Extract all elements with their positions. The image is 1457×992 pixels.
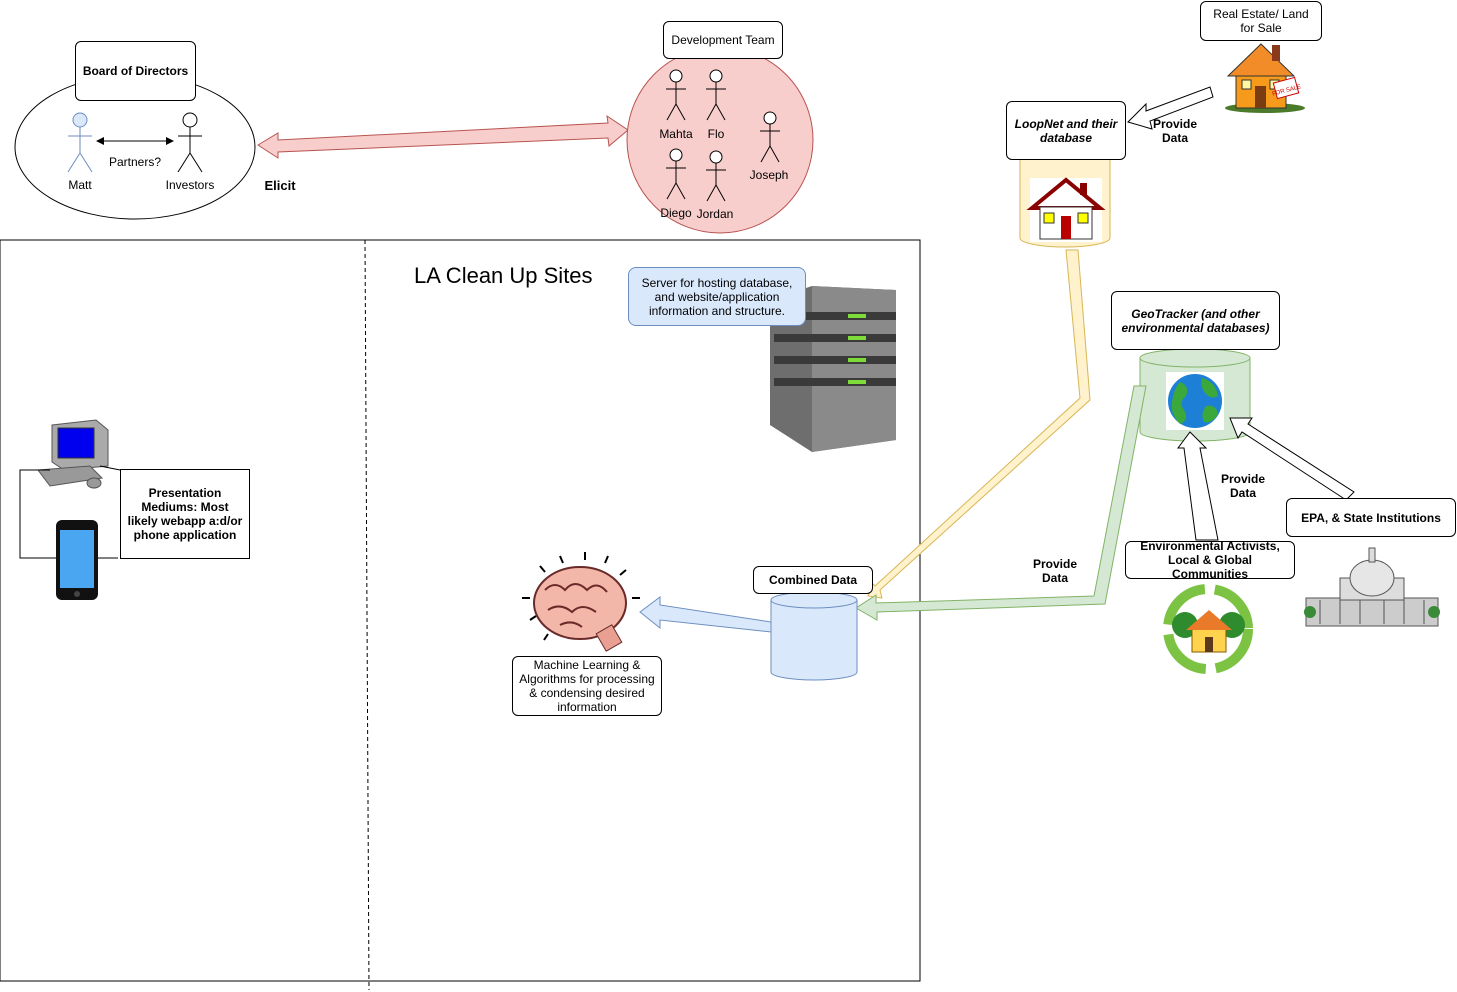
server-note: Server for hosting database, and website… (628, 267, 806, 326)
elicit-label: Elicit (264, 178, 296, 193)
left-provide-label: Provide Data (1032, 557, 1077, 585)
center-provide-label: Provide Data (1220, 472, 1265, 500)
flo-actor-icon (706, 69, 726, 121)
combined-data-cylinder (770, 591, 858, 681)
epa-to-geotracker-arrow (1229, 417, 1355, 501)
ml-box: Machine Learning & Algorithms for proces… (512, 656, 662, 716)
matt-actor-icon (67, 112, 93, 173)
loopnet-to-combined-arrow (867, 249, 1091, 599)
realestate-provide-label: Provide Data (1152, 117, 1197, 145)
real-estate-box: Real Estate/ Land for Sale (1200, 1, 1322, 41)
investors-label: Investors (165, 178, 215, 192)
system-title: LA Clean Up Sites (414, 263, 593, 288)
capitol-building-icon (1304, 547, 1440, 627)
activists-box: Environmental Activists, Local & Global … (1125, 539, 1295, 581)
smartphone-icon (56, 520, 98, 600)
house-icon (1026, 177, 1106, 242)
desktop-computer-icon (37, 419, 109, 489)
dev-team-title: Development Team (663, 21, 783, 59)
presentation-box: Presentation Mediums: Most likely webapp… (120, 469, 250, 559)
community-recycle-icon (1163, 584, 1253, 674)
diego-actor-icon (666, 148, 686, 200)
activists-to-geotracker-arrow (1177, 431, 1219, 541)
realestate-to-loopnet-arrow (1127, 86, 1214, 130)
member-diego: Diego (660, 206, 692, 220)
brain-icon (522, 552, 640, 652)
board-title: Board of Directors (75, 41, 196, 101)
device-bracket (19, 469, 56, 559)
geotracker-to-combined-arrow (855, 385, 1147, 621)
for-sale-house-icon: FOR SALE (1225, 43, 1305, 113)
swimlane-divider (364, 239, 370, 991)
server-rack-icon (770, 286, 896, 452)
member-mahta: Mahta (659, 127, 693, 141)
geotracker-box: GeoTracker (and other environmental data… (1111, 291, 1280, 350)
epa-box: EPA, & State Institutions (1286, 498, 1456, 537)
globe-icon (1166, 372, 1224, 430)
device-connector (99, 465, 121, 471)
combined-to-ml-arrow (639, 596, 772, 633)
investors-actor-icon (177, 112, 203, 173)
elicit-arrow (257, 114, 629, 159)
mahta-actor-icon (666, 69, 686, 121)
partners-arrow (96, 137, 174, 145)
member-jordan: Jordan (696, 207, 734, 221)
jordan-actor-icon (706, 150, 726, 202)
partners-label: Partners? (108, 155, 162, 169)
joseph-actor-icon (760, 111, 780, 163)
combined-data-box: Combined Data (753, 566, 873, 594)
dev-team-actors (666, 69, 780, 202)
matt-label: Matt (68, 178, 92, 192)
loopnet-box: LoopNet and their database (1006, 101, 1126, 160)
member-joseph: Joseph (749, 168, 789, 182)
member-flo: Flo (707, 127, 725, 141)
